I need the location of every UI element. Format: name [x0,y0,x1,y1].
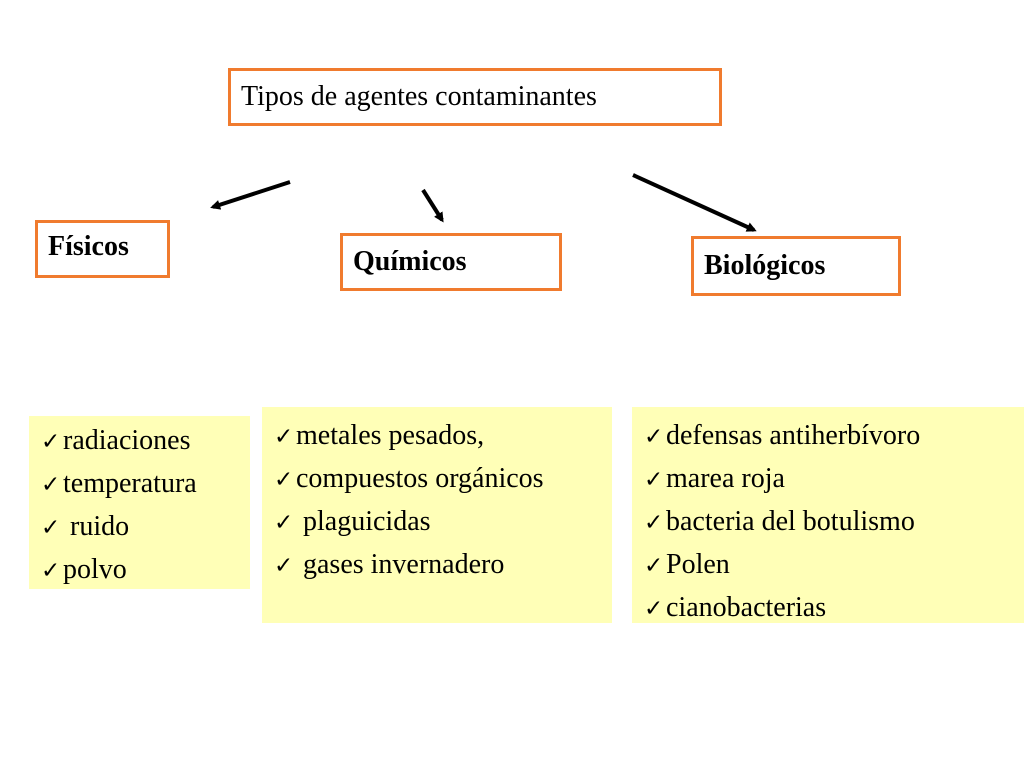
check-mark-icon: ✓ [644,553,664,579]
diagram-title: Tipos de agentes contaminantes [241,81,597,112]
list-item: ✓temperatura [41,463,250,506]
list-item: ✓compuestos orgánicos [274,458,612,501]
check-mark-icon: ✓ [41,558,61,584]
check-mark-icon: ✓ [644,510,664,536]
list-item: ✓metales pesados, [274,415,612,458]
category-box-biologicos: Biológicos [691,236,901,296]
list-item: ✓Polen [644,544,1024,587]
category-box-quimicos: Químicos [340,233,562,291]
list-item: ✓ plaguicidas [274,501,612,544]
check-mark-icon: ✓ [644,467,664,493]
arrow-to-fisicos [210,180,291,210]
list-item: ✓defensas antiherbívoro [644,415,1024,458]
arrow-to-quimicos [421,188,444,223]
list-item: ✓cianobacterias [644,587,1024,630]
check-mark-icon: ✓ [274,467,294,493]
list-item: ✓polvo [41,549,250,592]
check-mark-icon: ✓ [41,515,61,541]
category-label-quimicos: Químicos [353,246,467,277]
list-item: ✓ ruido [41,506,250,549]
check-mark-icon: ✓ [644,424,664,450]
check-mark-icon: ✓ [41,429,61,455]
list-panel-biologicos: ✓defensas antiherbívoro ✓marea roja ✓bac… [632,407,1024,623]
category-label-biologicos: Biológicos [704,250,826,281]
check-mark-icon: ✓ [274,510,294,536]
check-mark-icon: ✓ [41,472,61,498]
category-label-fisicos: Físicos [48,231,129,262]
arrow-to-biologicos [632,173,757,232]
category-box-fisicos: Físicos [35,220,170,278]
list-item: ✓bacteria del botulismo [644,501,1024,544]
list-item: ✓ gases invernadero [274,544,612,587]
list-panel-fisicos: ✓radiaciones ✓temperatura ✓ ruido ✓polvo [29,416,250,589]
list-item: ✓radiaciones [41,420,250,463]
check-mark-icon: ✓ [274,553,294,579]
check-mark-icon: ✓ [274,424,294,450]
title-box: Tipos de agentes contaminantes [228,68,722,126]
check-mark-icon: ✓ [644,596,664,622]
list-panel-quimicos: ✓metales pesados, ✓compuestos orgánicos … [262,407,612,623]
list-item: ✓marea roja [644,458,1024,501]
